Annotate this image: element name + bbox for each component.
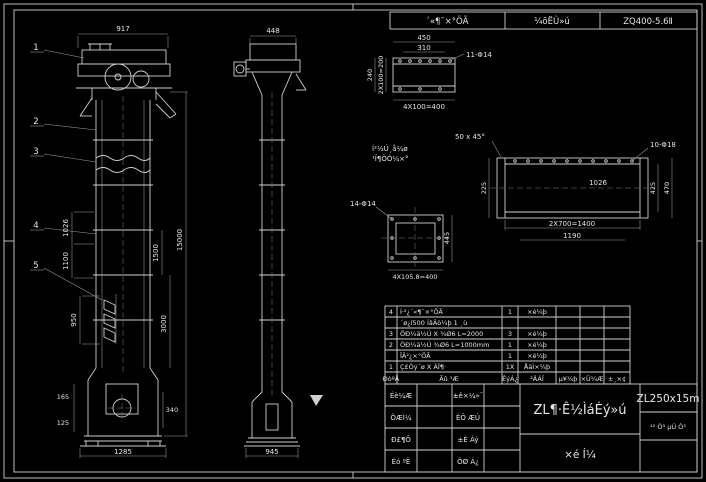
sig-label: Éó ºË: [392, 457, 411, 466]
header-qty: ÊýÁ¿: [502, 374, 518, 383]
dim-1026-inner: 1026: [589, 179, 607, 187]
detail-casing: Í²½Ú¸å¼ø ¹Ï¶ÒÓ¼×° 50 x 45° 10-Φ18 1026 4…: [372, 133, 676, 241]
row-seq: 2: [389, 341, 393, 349]
dim-1100: 1100: [62, 252, 70, 270]
row-seq: 1: [389, 363, 393, 371]
dim-2x100: 2X100=200: [377, 56, 385, 95]
dim-1285: 1285: [114, 448, 132, 456]
title-block: Éè¼Æ ±ê×¼»¯ ÖÆÍ¼ ÈÕ ÆÚ Ð£¶Ô ±È Àý Éó ºË …: [384, 383, 700, 473]
header-unit-weight: µ¥¼þ: [559, 375, 578, 383]
dim-310: 310: [417, 44, 430, 52]
balloon-4: 4: [33, 221, 38, 231]
note-line1: Í²½Ú¸å¼ø: [372, 144, 408, 153]
row-mat: ×é¼þ: [527, 330, 547, 338]
row-name: Í·²¿´«¶¯×°ÖÃ: [400, 307, 443, 316]
sig-label: Éè¼Æ: [390, 391, 413, 400]
side-view: 448 945: [233, 27, 323, 458]
balloon-5: 5: [33, 261, 38, 271]
note-line2: ¹Ï¶ÒÓ¼×°: [372, 154, 409, 163]
drawing-subtitle: ×é Í¼: [564, 448, 596, 461]
header-seq: ÐòºÅ: [383, 374, 400, 383]
header-cell-drive: ´«¶¯×°ÖÃ: [426, 16, 469, 27]
sig-label: ±È Àý: [458, 435, 479, 444]
row-mat: ×é¼þ: [527, 308, 547, 316]
chamfer-note: 50 x 45°: [455, 133, 485, 141]
dim-445: 445: [443, 232, 451, 244]
balloon-1: 1: [33, 43, 38, 53]
row-name: ÏÂ²¿×°ÖÃ: [400, 351, 431, 360]
dim-15000: 15000: [176, 229, 184, 251]
header-notes: ±¸×¢: [608, 375, 626, 383]
row-mat: ×é¼þ: [527, 352, 547, 360]
dim-470: 470: [663, 182, 671, 194]
drawing-frame: [3, 3, 703, 479]
row-qty: 1: [508, 308, 512, 316]
dim-1190: 1190: [563, 232, 581, 240]
row-qty: 1X: [506, 363, 515, 371]
drawing-model: ZL250x15m: [637, 393, 700, 405]
dim-945: 945: [265, 448, 278, 456]
header-cell-reducer: ¼õËÙ»ú: [534, 15, 570, 27]
section-mark: [310, 395, 323, 406]
boot-side-door: [265, 403, 279, 431]
dim-917: 917: [116, 25, 129, 33]
balloon-2: 2: [33, 117, 38, 127]
dim-4x100: 4X100=400: [403, 103, 445, 111]
row-mat: ÅäÌ×¼þ: [524, 362, 550, 371]
drawing-title: ZL¶·Ê½ÌáÉý»ú: [533, 402, 626, 418]
header-name: Ãû ³Æ: [439, 374, 459, 383]
dim-340: 340: [166, 406, 178, 414]
sig-label: Ð£¶Ô: [391, 435, 411, 444]
page-numbers: ¹² Ò³ µÚ Ò³: [650, 422, 686, 431]
header-total-weight: ×Ü¼Æ: [581, 374, 604, 383]
dim-450: 450: [417, 34, 430, 42]
row-qty: 1: [508, 352, 512, 360]
row-seq: 4: [389, 308, 393, 316]
balloon-3: 3: [33, 147, 38, 157]
header-strip: ´«¶¯×°ÖÃ ¼õËÙ»ú ZQ400-5.6Ⅱ: [389, 11, 698, 30]
sig-label: ÈÕ ÆÚ: [456, 413, 480, 422]
parts-table: 4 Í·²¿´«¶¯×°ÖÃ 1 ×é¼þ ´ø¿í500 ÍâÂò¼þ 1 ¸…: [383, 305, 631, 385]
hole-note-11-d14: 11-Φ14: [466, 51, 492, 59]
dim-1500: 1500: [152, 244, 160, 262]
dim-3000: 3000: [160, 315, 168, 333]
bucket: [103, 327, 116, 343]
row-mat: ×é¼þ: [527, 341, 547, 349]
row-name: Ç£Òý´ø X ÁÏ¶·: [400, 362, 446, 371]
sig-label: ±ê×¼»¯: [453, 392, 484, 400]
dim-165: 165: [57, 393, 69, 401]
row-name: ÖÐ¼ä½Ú X ¾Ø6 L=2000: [400, 329, 483, 338]
drive-sprocket: [132, 70, 150, 88]
detail-flange: 14-Φ14 445 4X105.8=400: [350, 200, 453, 281]
dim-1026: 1026: [62, 219, 70, 237]
front-view: 1 2 3 4 5 917 15000 3000 1500 1026 11: [30, 25, 188, 458]
head-pulley: [104, 63, 132, 91]
row-seq: 3: [389, 330, 393, 338]
header-cell-model: ZQ400-5.6Ⅱ: [623, 17, 673, 27]
row-qty: 3: [508, 330, 512, 338]
hole-note-14-d14: 14-Φ14: [350, 200, 376, 208]
hole-note-10-d18: 10-Φ18: [650, 141, 676, 149]
dim-448: 448: [266, 27, 279, 35]
dim-125: 125: [57, 419, 69, 427]
dim-225: 225: [480, 182, 488, 194]
dim-240: 240: [366, 69, 374, 81]
bucket: [103, 313, 116, 329]
sig-label: ÖØ Á¿: [457, 457, 479, 466]
dim-950: 950: [70, 313, 78, 326]
sig-label: ÖÆÍ¼: [390, 413, 411, 422]
row-qty: 1: [508, 341, 512, 349]
dim-2x700: 2X700=1400: [549, 220, 595, 228]
dim-425: 425: [649, 182, 657, 194]
bucket: [103, 299, 116, 315]
row-name: ´ø¿í500 ÍâÂò¼þ 1 ¸ù: [400, 318, 467, 327]
detail-channel: 11-Φ14 450 310 2X100=200 240 4X100=400: [366, 34, 492, 111]
dim-4x105: 4X105.8=400: [392, 273, 437, 281]
row-name: ÖÐ¼ä½Ú ¾Ø6 L=1000mm: [400, 340, 489, 349]
header-mat: ²ÄÁÏ: [530, 374, 544, 383]
